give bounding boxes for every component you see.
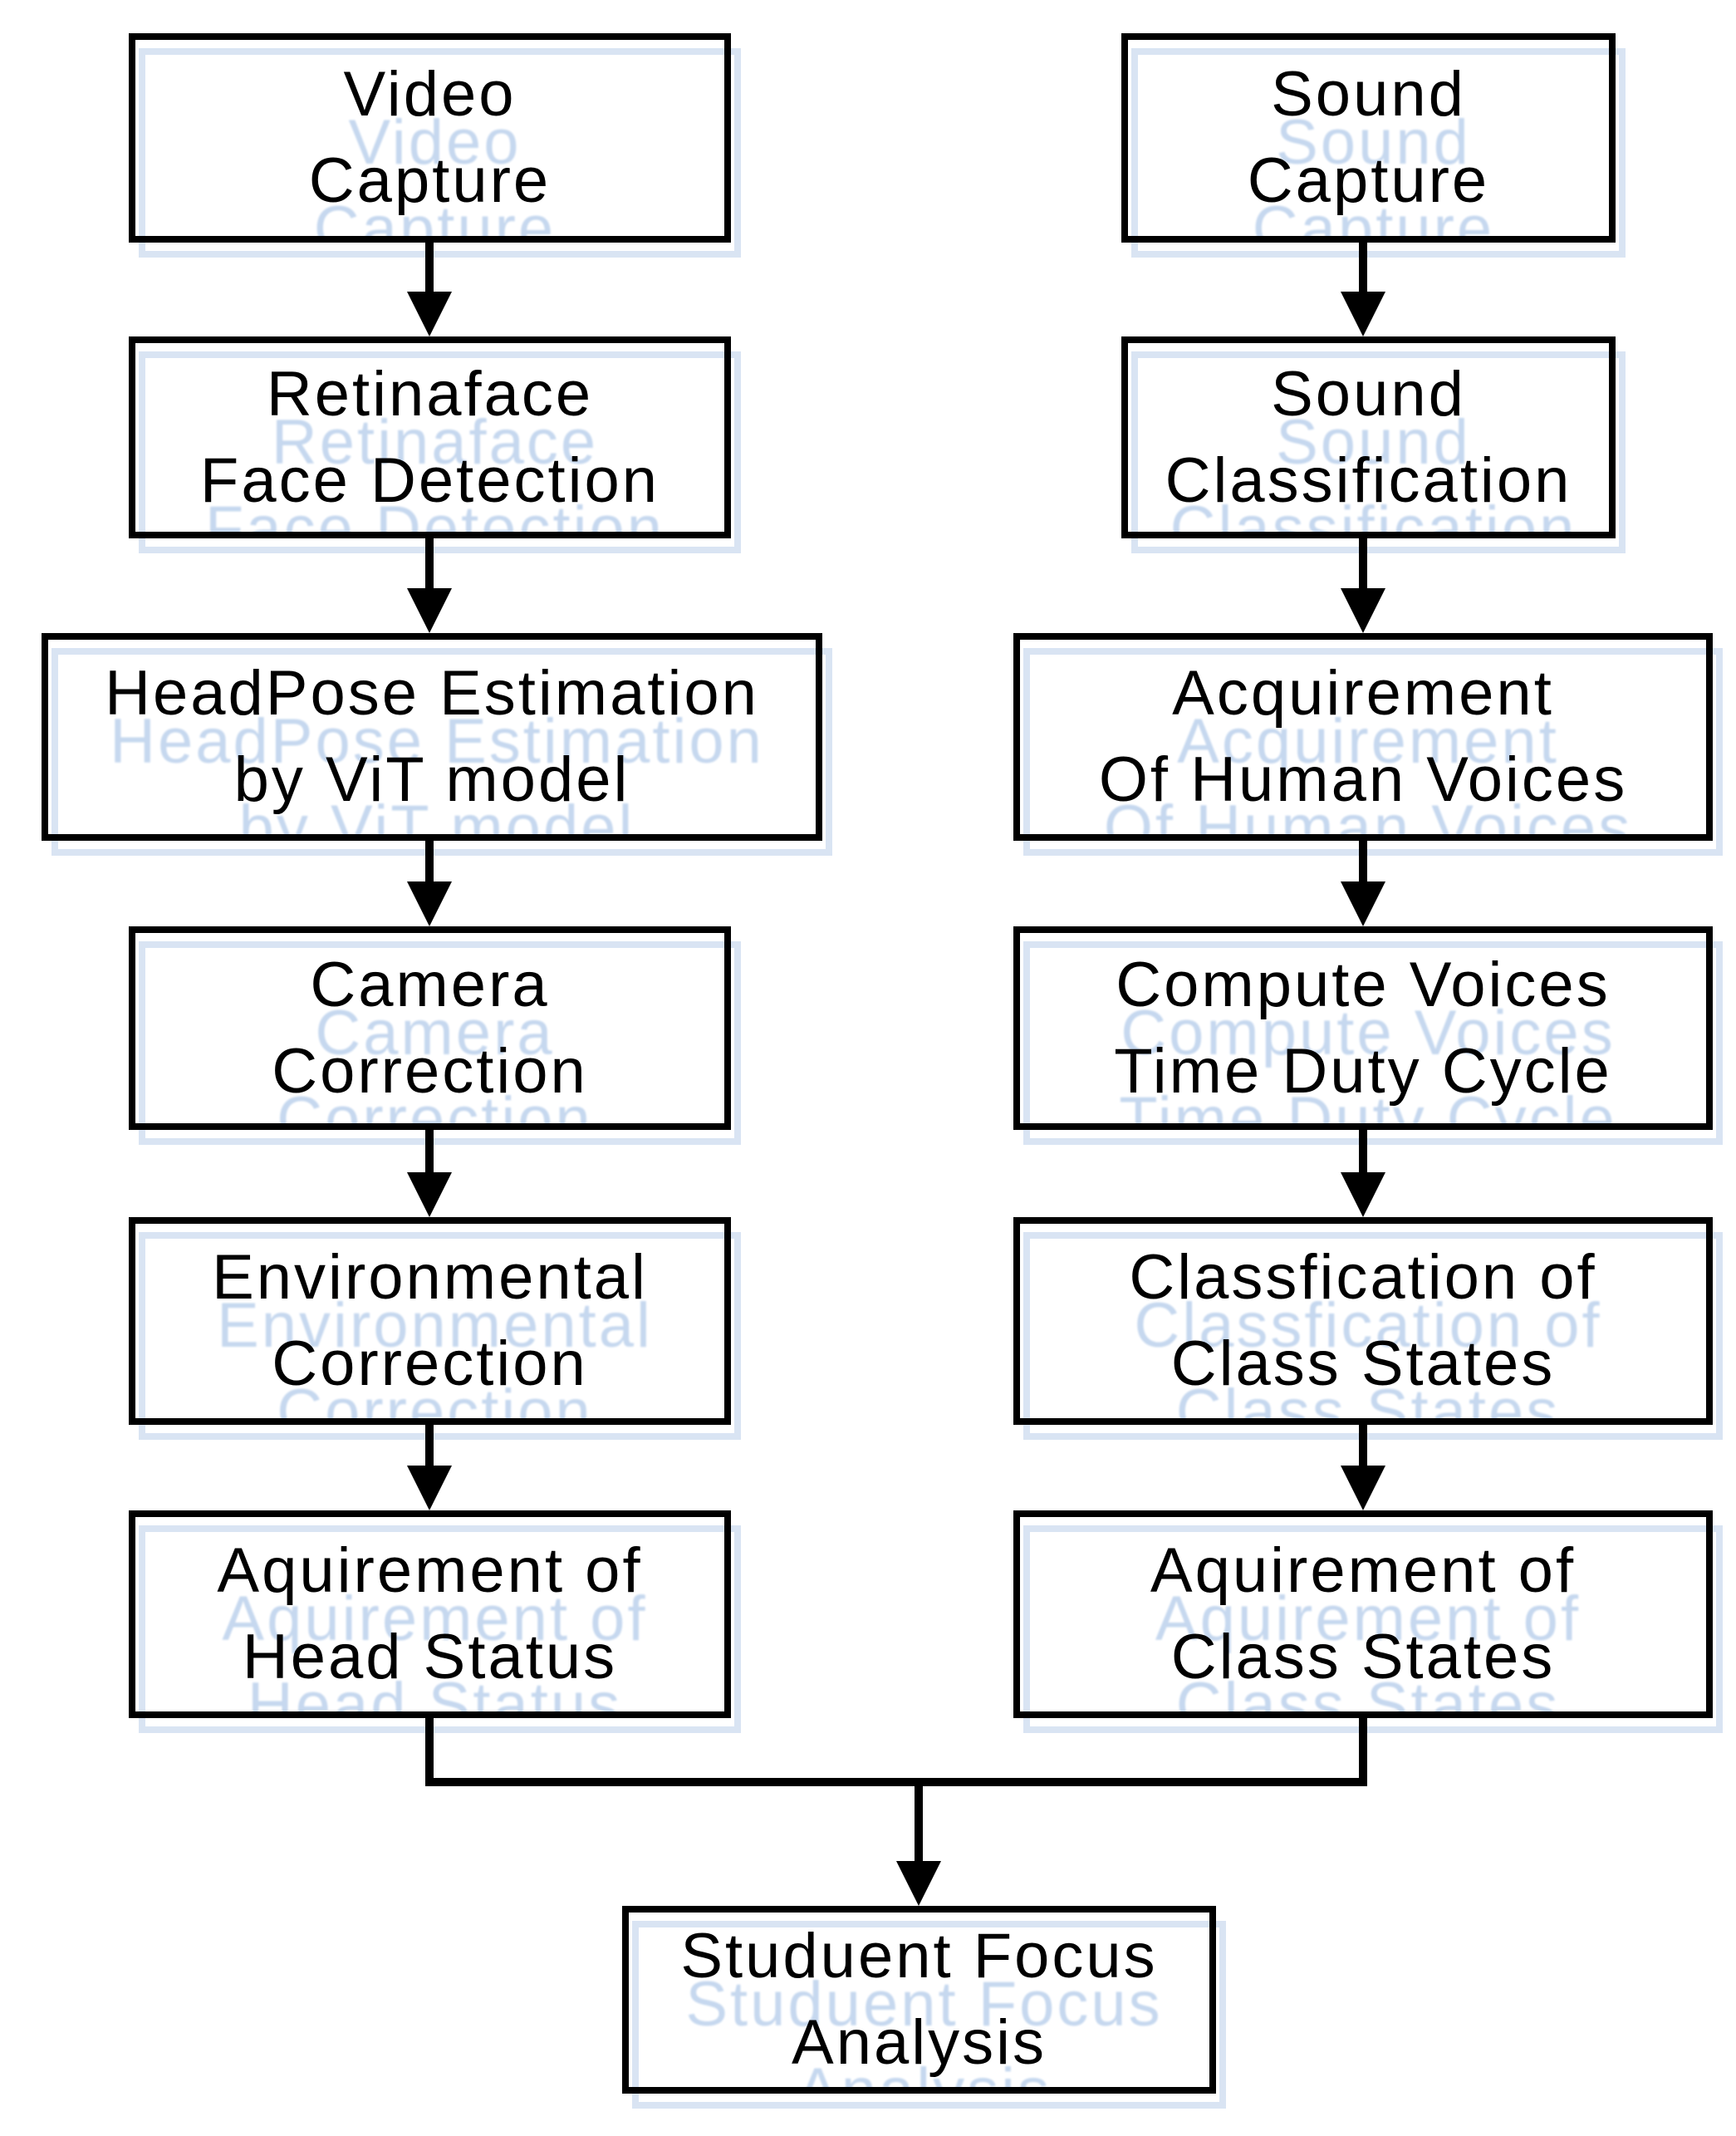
arrow-environmental-to-headstatus-head (407, 1466, 452, 1510)
arrow-merge-to-analysis-head (896, 1861, 941, 1906)
node-retinaface-face-detection: Retinaface Face Detection (129, 336, 741, 553)
node-label-line: Head Status (242, 1622, 618, 1692)
box-shadow (1023, 1525, 1723, 1733)
node-headpose-estimation: HeadPose Estimation by ViT model (42, 633, 832, 856)
box-shadow (1131, 351, 1626, 553)
box-shadow (1023, 1232, 1723, 1440)
node-acquirement-of-human-voices: Acquirement Of Human Voices (1013, 633, 1723, 856)
node-environmental-correction: Environmental Correction (129, 1217, 741, 1440)
node-label-line: Video (343, 59, 517, 130)
node-label-line: by ViT model (233, 744, 630, 815)
arrow-merge-to-analysis-shaft (915, 1785, 923, 1861)
node-label-line: Aquirement of (217, 1535, 643, 1606)
node-label-line: HeadPose Estimation (105, 658, 759, 729)
node-label-line: Face Detection (199, 444, 660, 516)
node-label-line: Class States (1170, 1328, 1556, 1399)
arrow-compute-to-classfication-head (1341, 1172, 1385, 1217)
arrow-soundcapture-to-soundclassification-shaft (1359, 241, 1367, 293)
node-label-line: Compute Voices (1116, 949, 1611, 1020)
arrow-retinaface-to-headpose-shaft (425, 537, 434, 590)
node-label-line: Acquirement (1172, 658, 1554, 729)
node-label-line: Sound (1271, 358, 1466, 430)
node-label-line: Of Human Voices (1098, 744, 1628, 815)
arrow-soundcapture-to-soundclassification-head (1341, 292, 1385, 336)
node-label-line: Class States (1170, 1622, 1556, 1692)
node-label-line: Correction (272, 1328, 588, 1399)
arrow-compute-to-classfication-shaft (1359, 1128, 1367, 1174)
node-label-line: Time Duty Cycle (1114, 1035, 1612, 1107)
node-label-line: Correction (272, 1035, 588, 1107)
node-label-line: Capture (308, 145, 552, 216)
node-label-line: Analysis (792, 2007, 1047, 2078)
node-label-line: Studuent Focus (680, 1921, 1158, 1991)
merge-right-stub (1359, 1716, 1367, 1786)
arrow-soundclassification-to-acquirement-head (1341, 588, 1385, 633)
arrow-environmental-to-headstatus-shaft (425, 1423, 434, 1467)
node-sound-classification: Sound Classification (1121, 336, 1626, 553)
box-border (129, 1217, 731, 1425)
node-label-line: Classfication of (1129, 1242, 1597, 1313)
box-border (1013, 926, 1713, 1130)
node-label-line: Sound (1271, 59, 1466, 130)
box-border (129, 926, 731, 1130)
merge-horizontal-line (425, 1778, 1367, 1786)
node-video-capture: Video Capture (129, 33, 741, 258)
arrow-classfication-to-classstates-head (1341, 1466, 1385, 1510)
arrow-camera-to-environmental-head (407, 1172, 452, 1217)
node-camera-correction: Camera Correction (129, 926, 741, 1145)
node-aquirement-of-class-states: Aquirement of Class States (1013, 1510, 1723, 1733)
arrow-headpose-to-camera-head (407, 881, 452, 926)
box-border (1013, 1217, 1713, 1425)
box-border (622, 1906, 1216, 2094)
box-border (129, 336, 731, 538)
box-shadow (1023, 941, 1723, 1145)
arrow-retinaface-to-headpose-head (407, 588, 452, 633)
arrow-soundclassification-to-acquirement-shaft (1359, 537, 1367, 590)
node-compute-voices-duty-cycle: Compute Voices Time Duty Cycle (1013, 926, 1723, 1145)
node-aquirement-of-head-status: Aquirement of Head Status (129, 1510, 741, 1733)
box-border (129, 1510, 731, 1718)
box-shadow (632, 1921, 1226, 2109)
box-border (1121, 336, 1616, 538)
box-shadow (139, 351, 741, 553)
box-shadow (51, 648, 832, 856)
arrow-camera-to-environmental-shaft (425, 1128, 434, 1174)
node-label-line: Classification (1165, 444, 1572, 516)
node-classfication-of-class-states: Classfication of Class States (1013, 1217, 1723, 1440)
box-shadow (139, 48, 741, 258)
node-label-line: Retinaface (266, 358, 594, 430)
arrow-acquirement-to-compute-head (1341, 881, 1385, 926)
node-sound-capture: Sound Capture (1121, 33, 1626, 258)
arrow-classfication-to-classstates-shaft (1359, 1423, 1367, 1467)
arrow-acquirement-to-compute-shaft (1359, 839, 1367, 883)
merge-left-stub (425, 1716, 434, 1786)
node-label-line: Aquirement of (1150, 1535, 1577, 1606)
box-border (1013, 1510, 1713, 1718)
box-border (1013, 633, 1713, 841)
box-border (129, 33, 731, 243)
arrow-video-to-retinaface-head (407, 292, 452, 336)
box-shadow (139, 941, 741, 1145)
node-label-line: Camera (310, 949, 550, 1020)
box-border (42, 633, 822, 841)
box-shadow (139, 1232, 741, 1440)
arrow-video-to-retinaface-shaft (425, 241, 434, 293)
box-shadow (139, 1525, 741, 1733)
arrow-headpose-to-camera-shaft (425, 839, 434, 883)
box-border (1121, 33, 1616, 243)
node-label-line: Capture (1247, 145, 1490, 216)
node-student-focus-analysis: Studuent Focus Analysis (622, 1906, 1226, 2109)
box-shadow (1023, 648, 1723, 856)
node-label-line: Environmental (212, 1242, 648, 1313)
box-shadow (1131, 48, 1626, 258)
